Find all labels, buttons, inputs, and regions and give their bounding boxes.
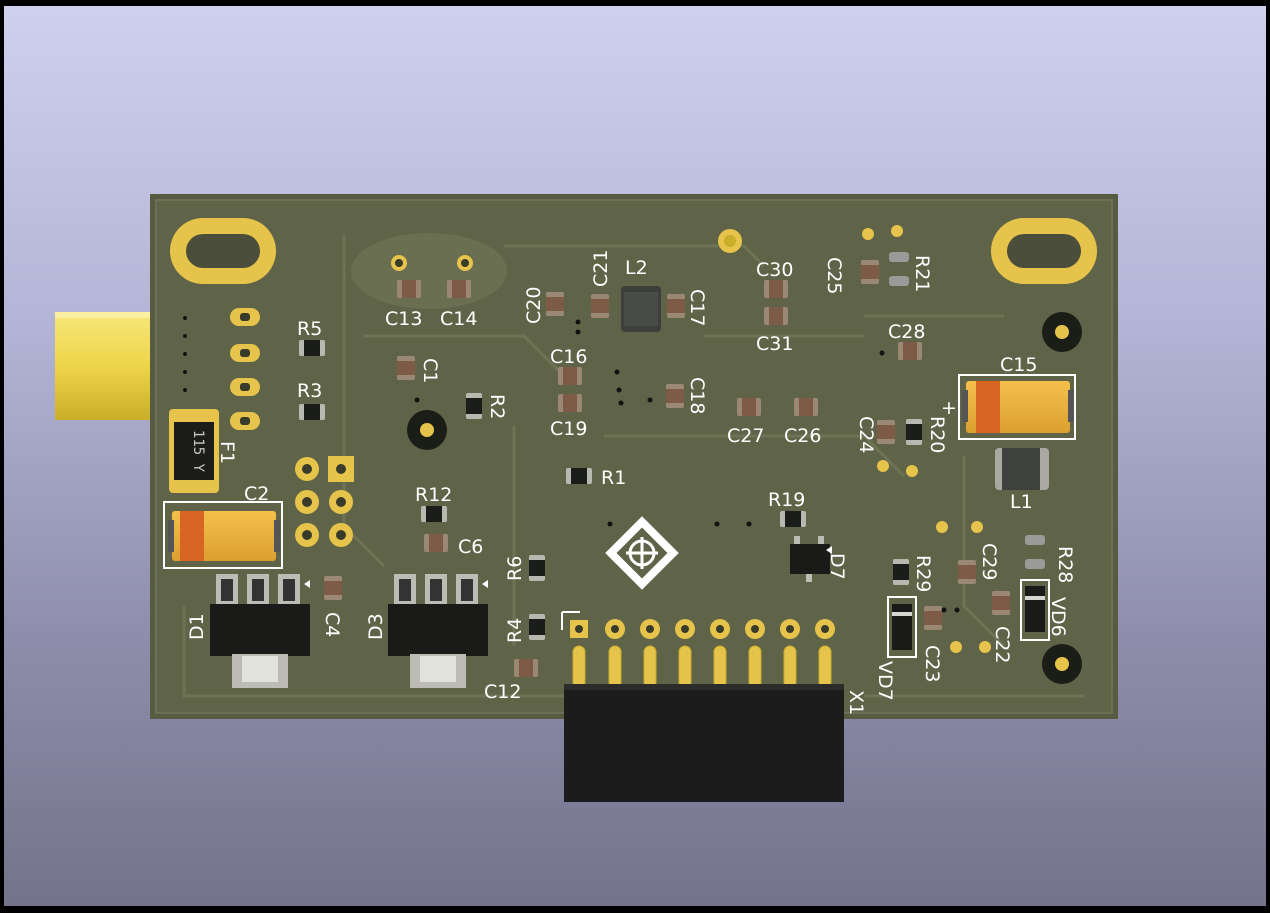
label-c21-rot: C21 xyxy=(590,250,612,287)
pcb-3d-render: 115 Y xyxy=(55,194,1118,802)
label-c25-rot: C25 xyxy=(823,257,845,294)
label-d7: D7 xyxy=(826,553,848,580)
label-d3: D3 xyxy=(365,613,387,640)
fuse-marking: 115 Y xyxy=(190,430,206,473)
label-c29: C29 xyxy=(978,543,1000,580)
label-c24: C24 xyxy=(855,416,877,453)
label-r20: R20 xyxy=(926,416,948,453)
label-x1: X1 xyxy=(845,690,867,715)
label-r3: R3 xyxy=(297,380,322,402)
label-r1: R1 xyxy=(601,467,626,489)
label-r29: R29 xyxy=(912,555,934,592)
label-c6: C6 xyxy=(458,536,483,558)
label-c13: C13 xyxy=(385,308,422,330)
label-c1: C1 xyxy=(419,358,441,383)
label-r12: R12 xyxy=(415,484,452,506)
label-c18: C18 xyxy=(686,377,708,414)
label-vd7: VD7 xyxy=(874,661,896,701)
label-r19: R19 xyxy=(768,489,805,511)
label-f1: F1 xyxy=(216,441,238,464)
label-c2: C2 xyxy=(244,483,269,505)
label-c12: C12 xyxy=(484,681,521,703)
label-l2: L2 xyxy=(625,257,648,279)
label-c28: C28 xyxy=(888,321,925,343)
label-l1: L1 xyxy=(1010,491,1033,513)
usb-connector xyxy=(55,312,155,420)
label-plus: + xyxy=(941,397,957,419)
label-c17: C17 xyxy=(686,289,708,326)
label-c15: C15 xyxy=(1000,354,1037,376)
label-c14: C14 xyxy=(440,308,477,330)
label-c4: C4 xyxy=(321,612,343,637)
label-r28: R28 xyxy=(1054,546,1076,583)
label-r2: R2 xyxy=(486,394,508,419)
3d-viewer-viewport[interactable]: 115 Y xyxy=(4,6,1266,906)
label-c26: C26 xyxy=(784,425,821,447)
label-d1: D1 xyxy=(186,613,208,640)
label-r5: R5 xyxy=(297,318,322,340)
label-c30: C30 xyxy=(756,259,793,281)
label-r4: R4 xyxy=(504,618,526,643)
label-c31: C31 xyxy=(756,333,793,355)
label-vd6: VD6 xyxy=(1047,597,1069,637)
label-c20: C20 xyxy=(523,287,545,324)
label-c23: C23 xyxy=(921,645,943,682)
x1-connector-body xyxy=(564,684,844,802)
label-r6: R6 xyxy=(504,556,526,581)
label-c22: C22 xyxy=(991,626,1013,663)
label-c27: C27 xyxy=(727,425,764,447)
label-r21: R21 xyxy=(911,255,933,292)
label-c19: C19 xyxy=(550,418,587,440)
label-c16: C16 xyxy=(550,346,587,368)
